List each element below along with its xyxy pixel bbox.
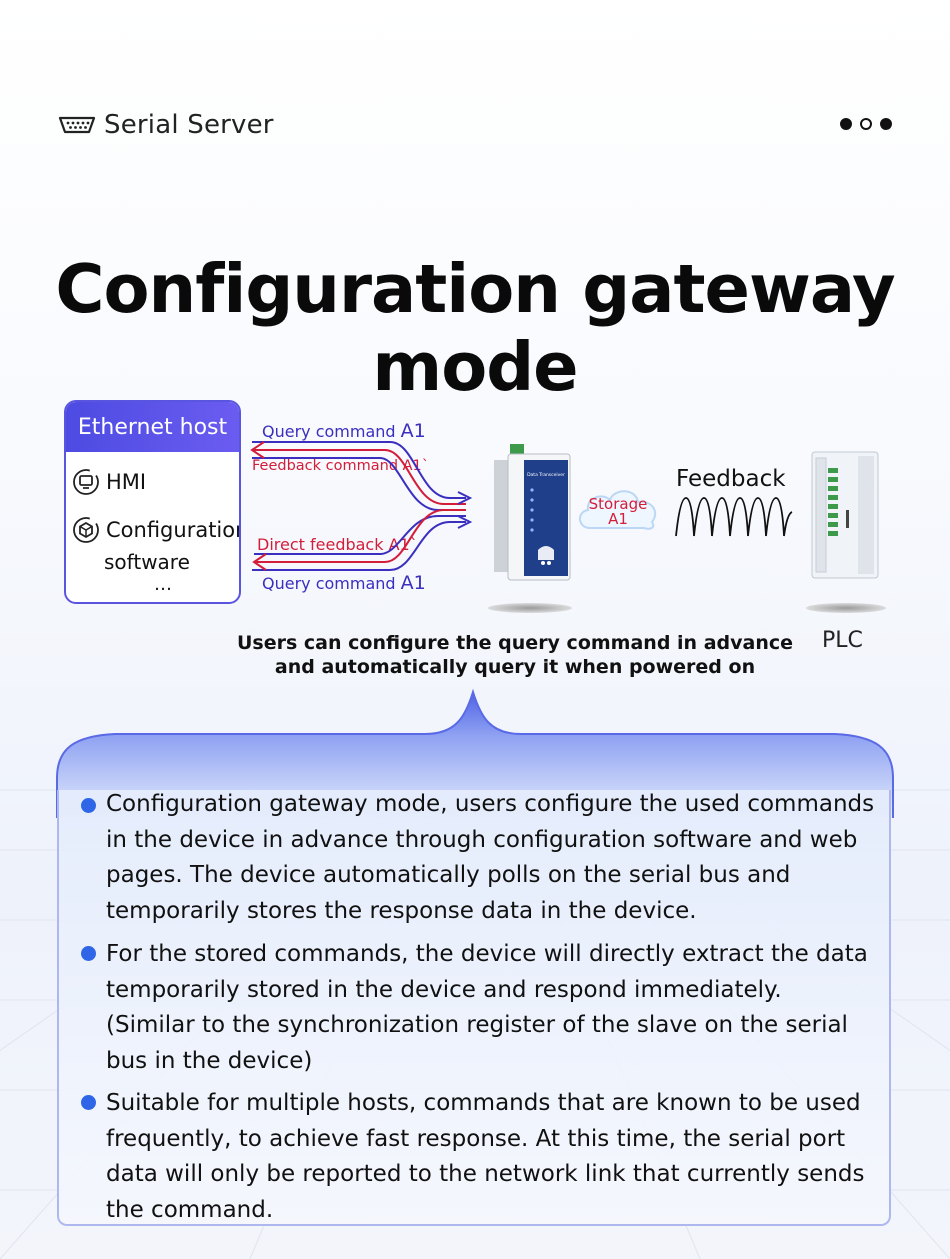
flow-label-code: A1 — [400, 420, 426, 442]
bullet-dot-2 — [81, 946, 96, 961]
host-item-configuration: Configuration — [72, 516, 241, 544]
storage-cloud-icon — [579, 490, 657, 530]
query-command-bottom: Query command A1 — [262, 572, 426, 594]
host-item-hmi: HMI — [72, 468, 146, 496]
bullet-2: For the stored commands, the device will… — [106, 941, 868, 1074]
caption-line-2: and automatically query it when powered … — [274, 656, 756, 678]
serial-port-icon — [58, 116, 96, 134]
bullet-dot-1 — [81, 798, 96, 813]
host-item-label-continued: software — [104, 550, 190, 574]
plc-shadow — [806, 603, 886, 613]
bullet-1: Configuration gateway mode, users config… — [106, 791, 875, 924]
diagram-caption: Users can configure the query command in… — [220, 631, 810, 679]
page-dot-3[interactable] — [880, 118, 892, 130]
flow-arrows — [250, 441, 473, 571]
host-item-label: Configuration — [106, 518, 241, 542]
page-dot-2[interactable] — [860, 118, 872, 130]
hmi-icon — [73, 469, 99, 495]
ethernet-host-title: Ethernet host — [66, 402, 239, 452]
bullet-dot-3 — [81, 1095, 96, 1110]
configuration-software-icon — [73, 517, 99, 543]
direct-feedback: Direct feedback A1` — [257, 535, 418, 554]
storage-line-1: Storage — [588, 495, 648, 513]
host-ellipsis: … — [154, 574, 172, 595]
plc-device — [811, 451, 879, 579]
data-transceiver-device: Data Transceiver — [494, 444, 571, 581]
device-label: Data Transceiver — [527, 472, 565, 478]
feedback-command: Feedback command A1` — [252, 458, 430, 474]
page-title: Configuration gateway mode — [55, 250, 895, 406]
header-title: Serial Server — [104, 110, 274, 140]
pagination-dots — [840, 118, 892, 130]
host-item-label: HMI — [106, 470, 147, 494]
caption-line-1: Users can configure the query command in… — [237, 632, 793, 654]
device-shadow — [488, 603, 572, 613]
bullet-3: Suitable for multiple hosts, commands th… — [106, 1090, 865, 1223]
feedback-label: Feedback — [676, 466, 786, 492]
header: Serial Server — [58, 108, 274, 142]
signal-wave-icon — [675, 497, 793, 537]
description-panel — [57, 790, 891, 1226]
ethernet-host-box: Ethernet host HMI Configuration software… — [64, 400, 241, 604]
panel-header-shape — [56, 688, 894, 818]
storage-label: Storage A1 — [574, 497, 662, 527]
page-dot-1[interactable] — [840, 118, 852, 130]
flow-label-code: A1 — [400, 572, 426, 594]
plc-label: PLC — [822, 628, 863, 653]
storage-line-2: A1 — [608, 510, 628, 528]
flow-label-text: Query command — [262, 422, 396, 441]
query-command-top: Query command A1 — [262, 420, 426, 442]
flow-label-text: Query command — [262, 574, 396, 593]
